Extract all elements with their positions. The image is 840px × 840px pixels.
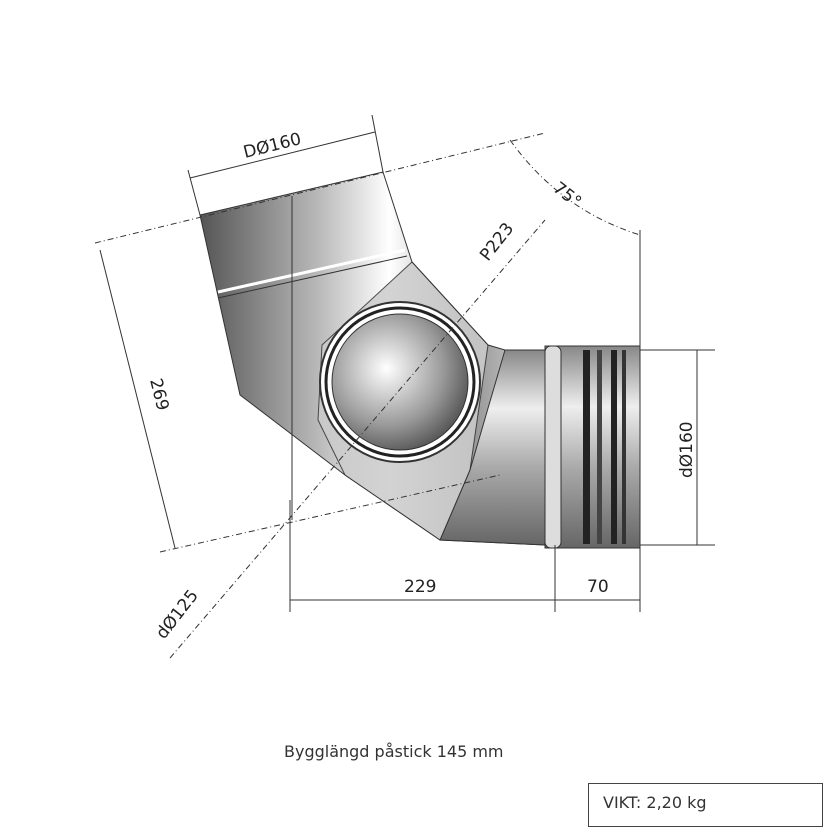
label-angle: 75° [549,178,585,212]
weight-box: VIKT: 2,20 kg [588,783,823,827]
branch-opening [319,301,481,463]
weight-text: VIKT: 2,20 kg [603,793,707,812]
dimension-lines [94,114,715,659]
label-height: 269 [145,376,172,412]
label-length-main: 229 [404,577,436,597]
label-radius: P223 [476,219,518,265]
caption: Bygglängd påstick 145 mm [284,742,504,761]
label-branch-diameter: dØ125 [152,586,203,643]
socket-coupling [544,345,641,549]
label-right-diameter: dØ160 [677,421,697,478]
label-length-socket: 70 [587,577,609,597]
